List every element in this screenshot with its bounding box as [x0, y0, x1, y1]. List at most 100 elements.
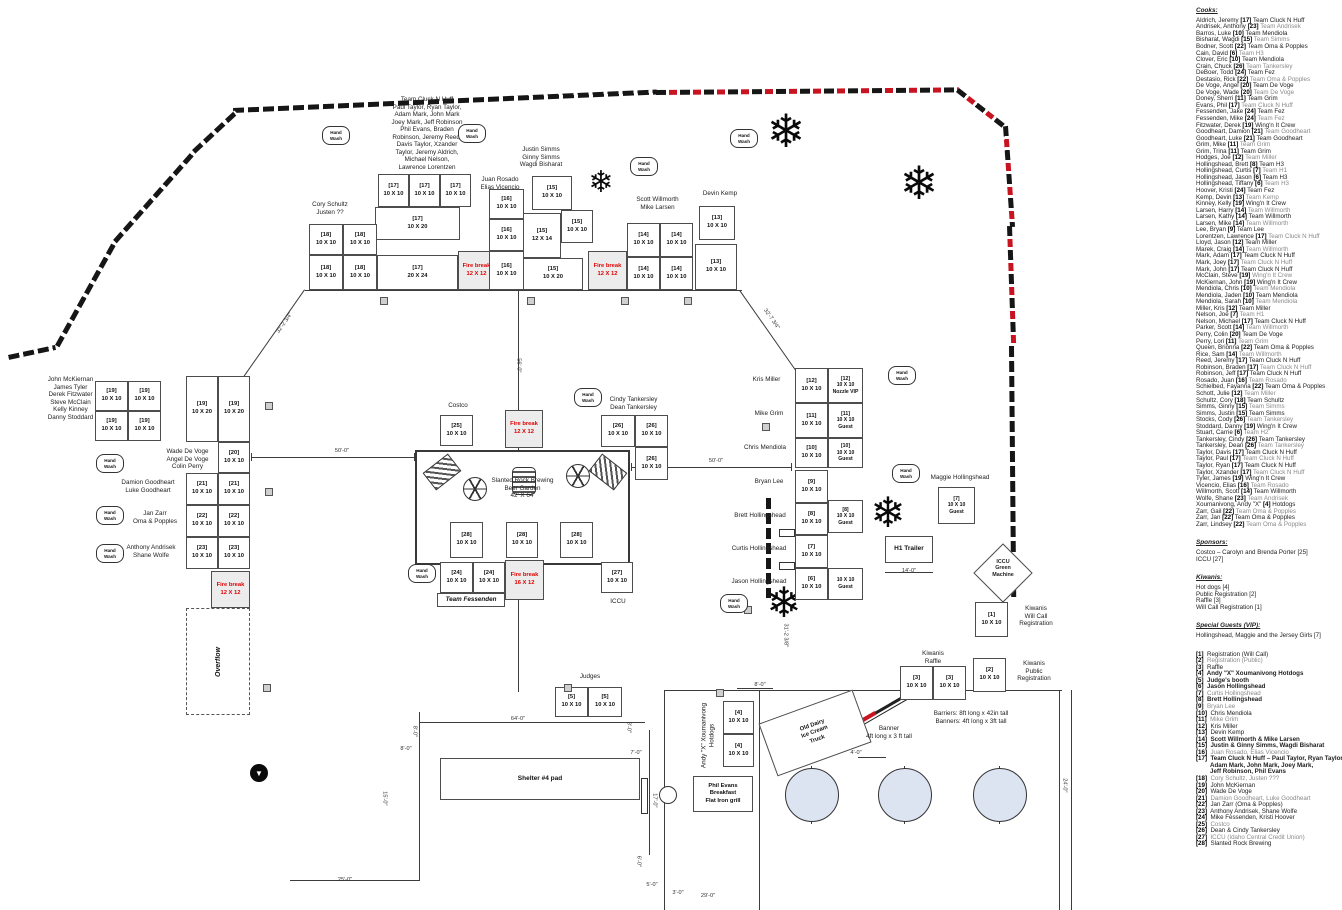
fence-line: [113, 150, 196, 243]
cook-entry: DeBoer, Todd [24] Team Fez: [1196, 69, 1275, 77]
map-line: [791, 463, 792, 471]
cook-entry: Parker, Scott [14] Team Willmorth: [1196, 324, 1289, 332]
booth-21: [21]10 X 10: [218, 473, 250, 505]
map-label-6-0: 6'-0": [635, 855, 642, 867]
map-label-scott-willmorth: Scott Willmorth Mike Larsen: [636, 196, 679, 211]
cook-entry: Simms, Justin [15] Team Simms: [1196, 409, 1285, 417]
booth-8: [8]10 X 10: [795, 503, 828, 535]
map-line: [632, 467, 792, 468]
cook-entry: Taylor, Davis [17] Team Cluck N Huff: [1196, 448, 1297, 456]
sidebar: Cooks: Aldrich, Jeremy [17] Team Cluck N…: [1196, 0, 1342, 910]
cook-entry: Robinson, Jeff [17] Team Cluck N Huff: [1196, 370, 1302, 378]
cook-entry: Crain, Chuck [26] Team Tankersley: [1196, 62, 1293, 70]
cook-entry: Simms, Ginny [15] Team Simms: [1196, 403, 1285, 411]
map-line: [1071, 690, 1072, 910]
cook-entry: Aldrich, Jeremy [17] Team Cluck N Huff: [1196, 16, 1305, 24]
cook-entry: Lloyd, Jason [12] Team Miller: [1196, 239, 1277, 247]
cook-entry: Larsen, Harry [14] Team Willmorth: [1196, 206, 1291, 214]
map-label-32-2-3-4: 32'-2 3/4": [275, 311, 294, 335]
map-label-31-2-3-8: 31'-2 3/8": [782, 623, 789, 648]
cook-entry: Tankersley, Dean [26] Team Tankersley: [1196, 442, 1305, 450]
map-label-cory-schultz: Cory Schultz Justen ??: [312, 201, 348, 216]
utility-box: [263, 684, 271, 692]
map-label-devin-kemp: Devin Kemp: [702, 190, 738, 197]
cook-entry: Rice, Sam [14] Team Willmorth: [1196, 350, 1282, 358]
booth-17: [17]10 X 20: [375, 207, 460, 240]
legend-entry: [14] Scott Willmorth & Mike Larsen: [1196, 735, 1300, 743]
cook-entry: Destasio, Rick [22] Team Oma & Popples: [1196, 75, 1311, 83]
booth-18: [18]10 X 10: [309, 224, 343, 255]
booth-16: [16]10 X 10: [489, 189, 524, 219]
kiwanis-title: Kiwanis:: [1196, 574, 1223, 582]
cook-entry: Zarr, Lindsey [22] Team Oma & Popples: [1196, 520, 1307, 528]
cook-entry: Grim, Trina [11] Team Grim: [1196, 147, 1271, 155]
map-line: [414, 453, 415, 461]
map-label-chris-mendiola: Chris Mendiola: [744, 444, 786, 451]
map-label-maggie-hollingshead: Maggie Hollingshead: [930, 474, 990, 481]
court-key: [779, 529, 795, 537]
map-label-8-0: 8'-0": [625, 721, 632, 733]
kiwanis-entry: Raffle [3]: [1196, 597, 1221, 605]
cook-entry: Bodner, Scott [22] Team Oma & Popples: [1196, 42, 1308, 50]
cook-entry: Kinney, Kelly [19] Wing'n It Crew: [1196, 200, 1286, 208]
booth-15: [15]10 X 20: [523, 258, 583, 290]
team-cluck-n-huff-roster: Team Cluck N Huff Paul Taylor, Ryan Tayl…: [391, 96, 463, 171]
legend-entry: [19] John McKiernan: [1196, 781, 1256, 789]
booth-19: [19]10 X 10: [95, 381, 128, 411]
fence-line-fire-lane: [1003, 126, 1016, 228]
map-label-costco: Costco: [448, 402, 468, 409]
kiwanis-entry: Hot dogs [4]: [1196, 584, 1230, 592]
beer-garden-label: Slanted Rock Brewing Beer Garden 42' X 6…: [491, 477, 554, 500]
map-label-damion-goodheart: Damion Goodheart Luke Goodheart: [121, 479, 175, 494]
map-line: [419, 712, 420, 880]
map-label-wade-de-voge: Wade De Voge Angel De Voge Colin Perry: [166, 448, 209, 471]
cook-entry: Reed, Jeremy [17] Team Cluck N Huff: [1196, 357, 1301, 365]
booth-17: [17]10 X 10: [378, 174, 409, 207]
map-label-juan-rosado: Juan Rosado Elias Vicencio: [480, 176, 520, 191]
legend-entry: [1] Registration (Will Call): [1196, 650, 1269, 658]
map-label-kris-miller: Kris Miller: [752, 376, 781, 383]
tree-icon: ❄: [766, 105, 806, 157]
cook-entry: Zarr, Gail [22] Team Oma & Popples: [1196, 507, 1296, 515]
booth-3: [3]10 X 10: [900, 666, 933, 700]
cook-entry: Lorentzen, Lawrence [17] Team Cluck N Hu…: [1196, 232, 1320, 240]
booth-18: [18]10 X 10: [343, 255, 377, 290]
legend-entry: [27] ICCU (Idaho Central Credit Union): [1196, 833, 1305, 841]
booth-5: [5]10 X 10: [588, 687, 622, 717]
legend-entry: [17] Team Cluck N Huff – Paul Taylor, Ry…: [1196, 755, 1342, 776]
map-label-15-0: 15'-0": [381, 791, 388, 806]
map-label-barriers-8ft-long-x-42in-tall: Barriers: 8ft long x 42in tall Banners: …: [933, 710, 1009, 725]
map-line: [737, 688, 773, 689]
vip-entry: Hollingshead, Maggie and the Jersey Girl…: [1196, 632, 1321, 640]
legend-entry: [5] Judge's booth: [1196, 676, 1250, 684]
map-label-mike-grim: Mike Grim: [754, 410, 784, 417]
map-label-iccu: ICCU: [610, 598, 626, 605]
barrel-icon: [512, 467, 536, 495]
map-line: [290, 880, 420, 881]
booth-18: [18]10 X 10: [343, 224, 377, 255]
booth-19: [19]10 X 10: [95, 411, 128, 441]
cook-entry: Doney, Sherri [11] Team Grim: [1196, 95, 1278, 103]
legend-entry: [16] Juan Rosado, Elias Vicencio: [1196, 748, 1289, 756]
booth-9: [9]10 X 10: [795, 470, 828, 503]
map-label-8-0: 8'-0": [411, 725, 418, 737]
cook-entry: Taylor, Ryan [17] Team Cluck N Huff: [1196, 461, 1296, 469]
booth-14: [14]10 X 10: [660, 257, 693, 290]
cook-entry: Mark, Adam [17] Team Cluck N Huff: [1196, 252, 1295, 260]
cook-entry: Hollingshead, Brett [8] Team H3: [1196, 160, 1284, 168]
legend-entry: [8] Brett Hollingshead: [1196, 696, 1263, 704]
cook-entry: Marek, Craig [14] Team Willmorth: [1196, 245, 1289, 253]
booth-17: [17]10 X 10: [409, 174, 440, 207]
legend-entry: [23] Anthony Andrisek, Shane Wolfe: [1196, 807, 1298, 815]
